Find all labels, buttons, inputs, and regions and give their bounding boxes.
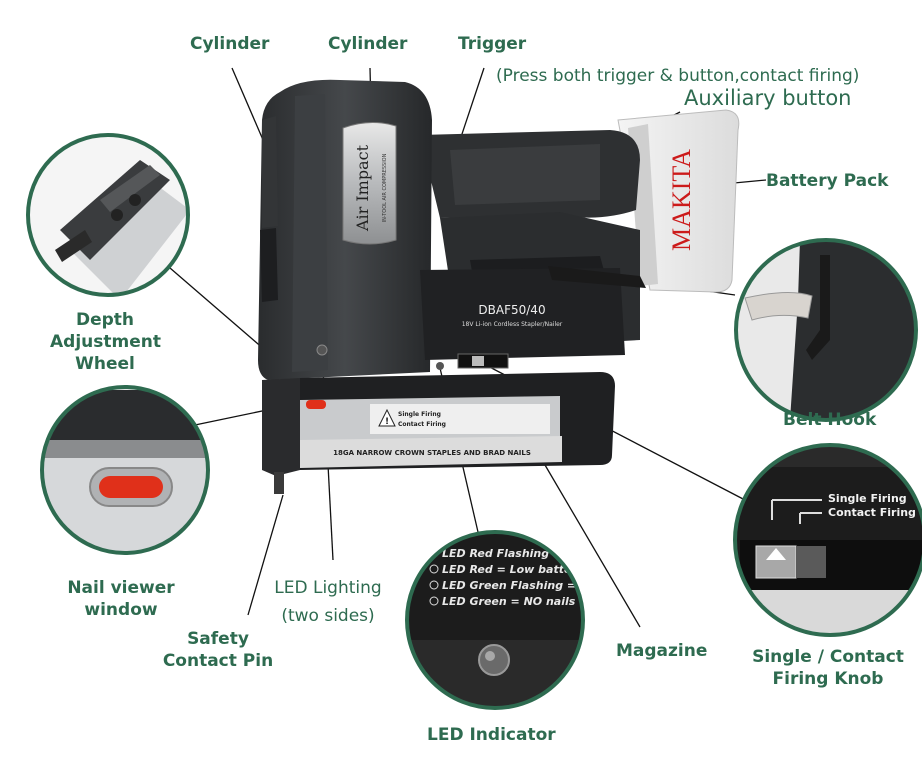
model-sub: 18V Li-ion Cordless Stapler/Nailer xyxy=(462,321,563,328)
label-belt-hook: Belt Hook xyxy=(783,410,877,430)
switch-label-single: Single Firing xyxy=(828,492,907,505)
stapler-body: ! xyxy=(258,79,740,494)
svg-text:!: ! xyxy=(385,417,389,427)
magazine-text: 18GA NARROW CROWN STAPLES AND BRAD NAILS xyxy=(333,449,531,457)
label-led-lighting-line2: (two sides) xyxy=(281,606,375,626)
label-auxiliary-button: Auxiliary button xyxy=(684,86,852,110)
label-cylinder-right: Cylinder xyxy=(328,34,408,54)
led-legend-1: LED Red = Low battery xyxy=(442,563,585,576)
label-led-indicator: LED Indicator xyxy=(427,725,556,745)
label-trigger: Trigger xyxy=(458,34,527,54)
label-safety-line1: Safety xyxy=(187,629,249,649)
switch-label-contact: Contact Firing xyxy=(828,506,916,519)
label-safety-contact-pin: Safety Contact Pin xyxy=(158,628,278,672)
model-name: DBAF50/40 xyxy=(478,303,545,317)
label-nail-viewer: Nail viewer window xyxy=(56,577,186,621)
label-depth-adjustment: Depth Adjustment Wheel xyxy=(50,309,161,375)
belt-hook-zoom xyxy=(734,238,918,422)
label-nail-viewer-line1: Nail viewer xyxy=(67,578,175,598)
label-led-lighting: LED Lighting (two sides) xyxy=(268,574,388,630)
label-depth-line2: Adjustment xyxy=(50,332,161,352)
nail-viewer-zoom xyxy=(40,385,210,555)
label-trigger-note: (Press both trigger & button,contact fir… xyxy=(496,66,860,86)
depth-adjustment-zoom xyxy=(26,133,190,297)
cylinder-badge: Air Impact xyxy=(353,144,372,232)
label-led-lighting-line1: LED Lighting xyxy=(274,578,382,598)
led-indicator-zoom: LED Red Flashing = Jam LED Red = Low bat… xyxy=(405,530,638,710)
led-legend-3: LED Green = NO nails xyxy=(442,595,576,608)
label-firing-knob-line1: Single / Contact xyxy=(752,647,904,667)
label-nail-viewer-line2: window xyxy=(84,600,158,620)
label-depth-line1: Depth xyxy=(75,310,135,330)
cylinder-badge-sub: IN-TOOL AIR COMPRESSION xyxy=(382,153,388,222)
label-battery-pack: Battery Pack xyxy=(766,171,889,191)
label-depth-line3: Wheel xyxy=(75,354,135,374)
label-magazine: Magazine xyxy=(616,641,708,661)
led-legend-2: LED Green Flashing = Overheat xyxy=(442,579,638,592)
label-cylinder-left: Cylinder xyxy=(190,34,270,54)
warning-contact: Contact Firing xyxy=(398,421,446,428)
label-firing-knob-line2: Firing Knob xyxy=(772,669,884,689)
battery-brand: MAKITA xyxy=(667,149,696,251)
label-firing-knob: Single / Contact Firing Knob xyxy=(748,646,908,690)
label-safety-line2: Contact Pin xyxy=(162,651,274,671)
led-legend-0: LED Red Flashing = Jam xyxy=(442,547,589,560)
warning-single: Single Firing xyxy=(398,411,441,418)
firing-knob-zoom: Single Firing Contact Firing xyxy=(733,443,922,637)
